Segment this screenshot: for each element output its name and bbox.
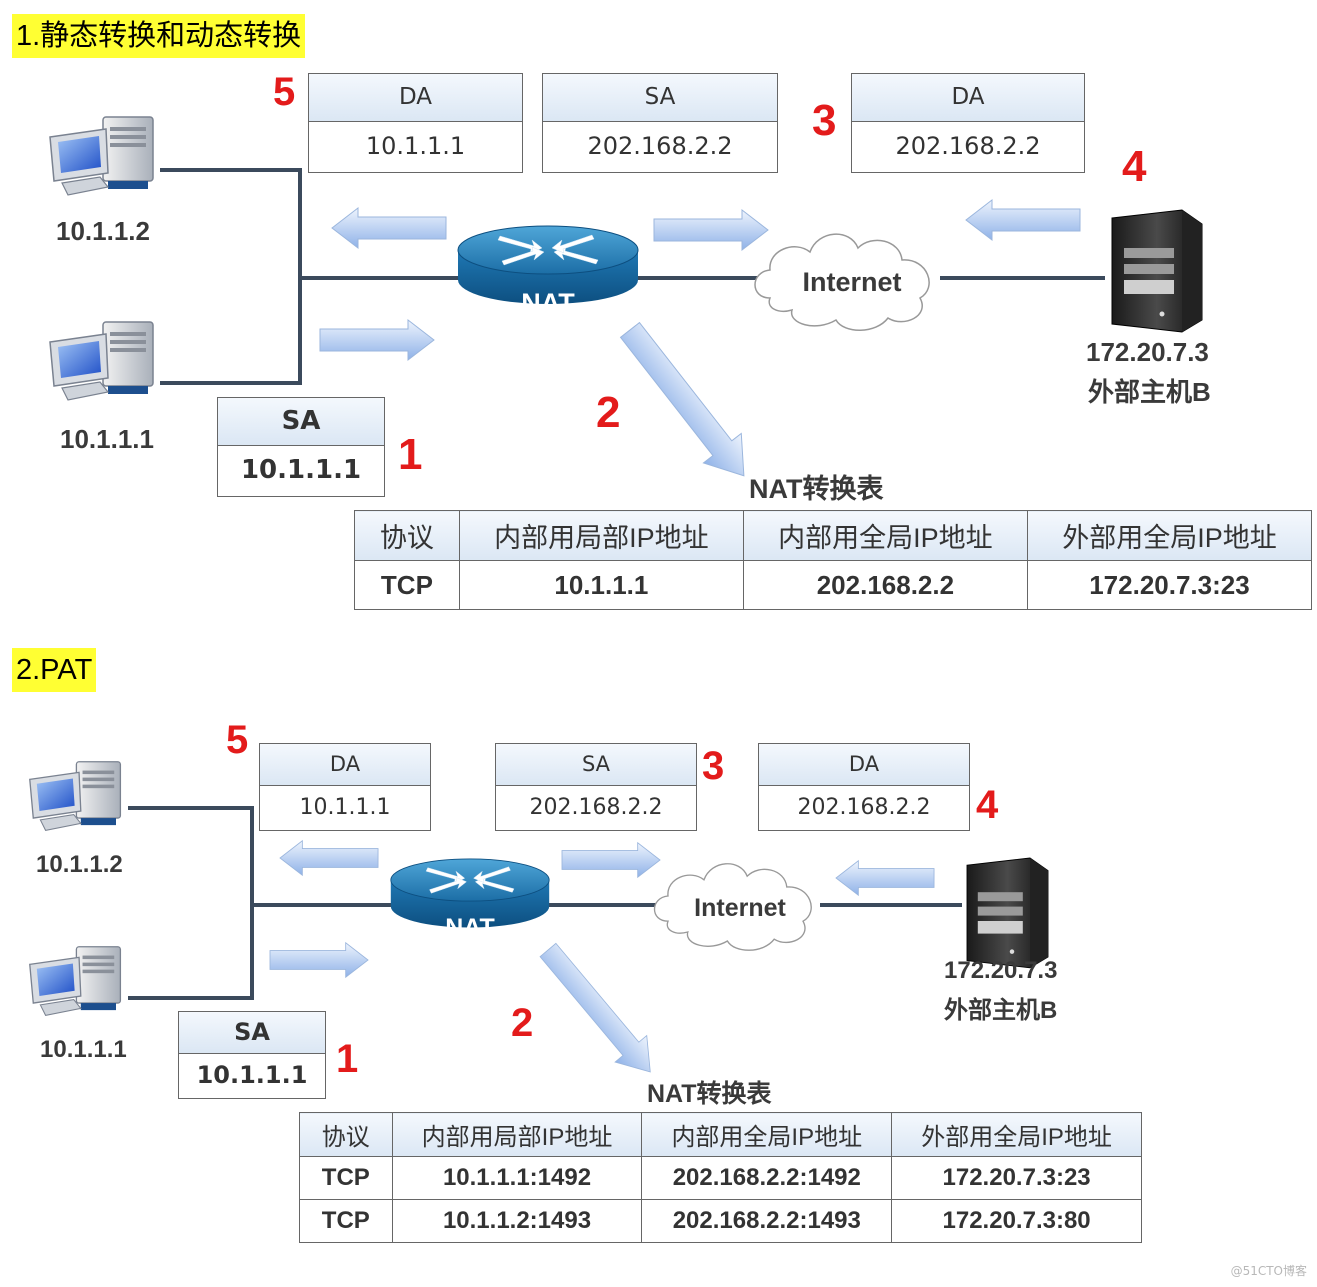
table-header-cell: 外部用全局IP地址 (1026, 510, 1313, 561)
packet-sa-step3-s1: SA 202.168.2.2 (542, 73, 778, 173)
server-icon-s1 (1111, 209, 1203, 333)
packet-header: SA (179, 1012, 325, 1054)
internet-label-s2: Internet (694, 894, 786, 922)
packet-value: 10.1.1.1 (240, 455, 362, 485)
packet-sa-step1-s2: SA 10.1.1.1 (178, 1011, 326, 1099)
table-cell: 202.168.2.2:1492 (641, 1156, 893, 1200)
packet-value: 10.1.1.1 (299, 795, 391, 820)
server-name-label-s2: 外部主机B (944, 997, 1058, 1024)
server-name-label-s1: 外部主机B (1088, 377, 1211, 407)
section2-title: 2.PAT (12, 648, 97, 692)
table-cell: 10.1.1.1 (458, 560, 744, 610)
watermark: @51CTO博客 (1230, 1264, 1307, 1278)
table-cell: 202.168.2.2:1493 (641, 1199, 893, 1243)
table-header-row: 协议 内部用局部IP地址 内部用全局IP地址 外部用全局IP地址 (354, 510, 1313, 561)
step-number-2-s1: 2 (596, 388, 621, 437)
server-icon-s2 (966, 857, 1049, 969)
arrow-left-server-icon-s2 (835, 860, 935, 896)
arrow-left-server-icon-s1 (965, 199, 1081, 241)
nat-table-s1: 协议 内部用局部IP地址 内部用全局IP地址 外部用全局IP地址 TCP 10.… (354, 510, 1313, 610)
table-row: TCP 10.1.1.1:1492 202.168.2.2:1492 172.2… (299, 1156, 1142, 1200)
nat-table-s2: 协议 内部用局部IP地址 内部用全局IP地址 外部用全局IP地址 TCP 10.… (299, 1112, 1142, 1243)
link-pc-top-s2 (128, 806, 254, 1000)
router-label-s2: NAT (445, 914, 495, 942)
arrow-right-pc-icon-s2 (269, 942, 369, 978)
arrow-left-icon-s2 (279, 840, 379, 876)
packet-da-step5-s1: DA 10.1.1.1 (308, 73, 523, 173)
step-number-5-s2: 5 (226, 718, 249, 762)
packet-value: 10.1.1.1 (196, 1061, 308, 1089)
packet-header: SA (218, 398, 384, 446)
table-header-cell: 内部用全局IP地址 (742, 510, 1028, 561)
internet-label-s1: Internet (802, 267, 901, 297)
table-cell: 172.20.7.3:80 (891, 1199, 1142, 1243)
pc-top-label-s2: 10.1.1.2 (36, 851, 123, 878)
table-cell: TCP (354, 560, 460, 610)
table-header-row: 协议 内部用局部IP地址 内部用全局IP地址 外部用全局IP地址 (299, 1112, 1142, 1157)
arrow-left-icon-s1 (331, 207, 447, 249)
table-cell: 10.1.1.1:1492 (391, 1156, 643, 1200)
table-row: TCP 10.1.1.2:1493 202.168.2.2:1493 172.2… (299, 1199, 1142, 1243)
packet-value: 202.168.2.2 (895, 132, 1041, 160)
packet-value: 202.168.2.2 (797, 795, 931, 820)
packet-header: SA (496, 744, 696, 786)
arrow-right-icon-s2 (561, 842, 661, 878)
step-number-1-s2: 1 (336, 1037, 359, 1081)
packet-sa-step1-s1: SA 10.1.1.1 (217, 397, 385, 497)
packet-value: 202.168.2.2 (529, 795, 663, 820)
packet-value: 10.1.1.1 (365, 132, 466, 160)
nat-table-title-s1: NAT转换表 (749, 474, 884, 504)
table-header-cell: 内部用局部IP地址 (458, 510, 744, 561)
server-ip-label-s1: 172.20.7.3 (1086, 337, 1209, 367)
packet-sa-step3-s2: SA 202.168.2.2 (495, 743, 697, 831)
table-header-cell: 内部用全局IP地址 (641, 1112, 893, 1157)
packet-header: DA (309, 74, 522, 122)
packet-header: DA (759, 744, 969, 786)
table-header-cell: 内部用局部IP地址 (391, 1112, 643, 1157)
packet-da-step4-s2: DA 202.168.2.2 (758, 743, 970, 831)
table-header-cell: 协议 (299, 1112, 393, 1157)
step-number-1-s1: 1 (398, 430, 423, 479)
step-number-4-s2: 4 (976, 783, 999, 827)
step-number-3-s1: 3 (812, 96, 837, 145)
table-cell: TCP (299, 1199, 393, 1243)
pc-top-label-s1: 10.1.1.2 (56, 216, 150, 246)
server-ip-label-s2: 172.20.7.3 (944, 957, 1058, 984)
step-number-5-s1: 5 (273, 70, 296, 114)
table-cell: TCP (299, 1156, 393, 1200)
pc-bottom-icon-s2 (29, 946, 122, 1017)
arrow-right-icon-s1 (653, 209, 769, 251)
packet-da-step5-s2: DA 10.1.1.1 (259, 743, 431, 831)
step-number-3-s2: 3 (702, 744, 725, 788)
pc-top-icon-s2 (29, 761, 122, 832)
packet-da-step3-s1: DA 202.168.2.2 (851, 73, 1085, 173)
pc-bottom-label-s2: 10.1.1.1 (40, 1036, 127, 1063)
step-number-4-s1: 4 (1122, 142, 1147, 191)
table-cell: 172.20.7.3:23 (1026, 560, 1313, 610)
table-cell: 10.1.1.2:1493 (391, 1199, 643, 1243)
packet-header: DA (852, 74, 1084, 122)
arrow-diagonal-icon-s2 (539, 942, 651, 1073)
arrow-right-pc-icon-s1 (319, 319, 435, 361)
table-cell: 172.20.7.3:23 (891, 1156, 1142, 1200)
table-row: TCP 10.1.1.1 202.168.2.2 172.20.7.3:23 (354, 560, 1313, 610)
router-label-s1: NAT (521, 288, 575, 318)
packet-header: DA (260, 744, 430, 786)
arrow-diagonal-icon-s1 (619, 321, 745, 477)
link-pc-top-s1 (160, 168, 302, 385)
step-number-2-s2: 2 (511, 1001, 534, 1045)
pc-bottom-label-s1: 10.1.1.1 (60, 424, 154, 454)
nat-table-title-s2: NAT转换表 (647, 1080, 772, 1108)
pc-top-icon-s1 (49, 116, 154, 196)
packet-header: SA (543, 74, 777, 122)
table-header-cell: 协议 (354, 510, 460, 561)
table-header-cell: 外部用全局IP地址 (891, 1112, 1142, 1157)
pc-bottom-icon-s1 (49, 321, 154, 401)
section1-title: 1.静态转换和动态转换 (12, 14, 306, 58)
table-cell: 202.168.2.2 (742, 560, 1028, 610)
packet-value: 202.168.2.2 (587, 132, 733, 160)
